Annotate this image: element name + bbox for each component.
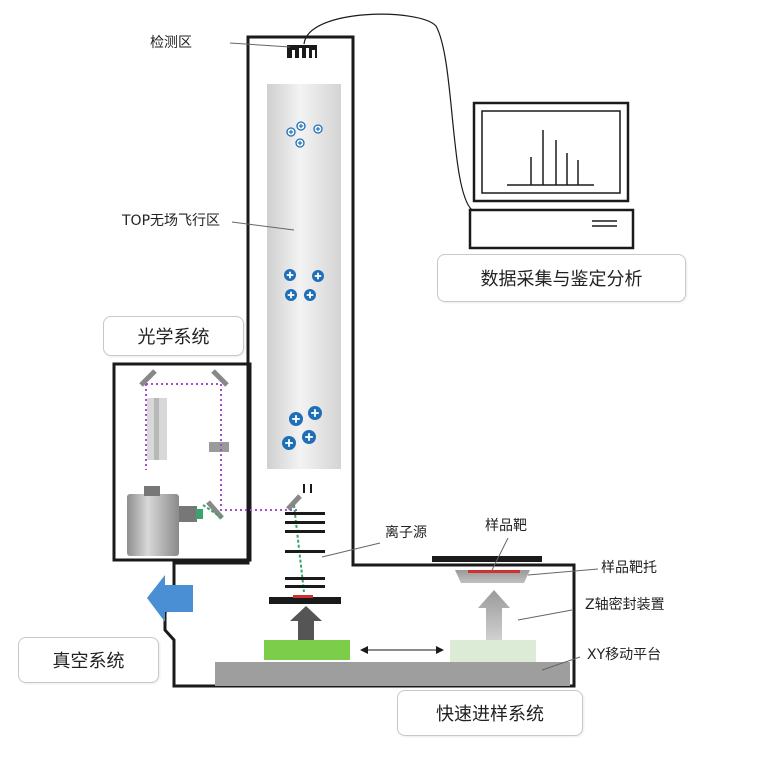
vacuum-chamber bbox=[163, 35, 576, 688]
ion-particle bbox=[285, 289, 297, 301]
label-ion-source: 离子源 bbox=[385, 525, 427, 541]
label-xy-stage: XY移动平台 bbox=[587, 647, 662, 663]
computer-monitor bbox=[472, 101, 630, 203]
ion-particle bbox=[302, 430, 316, 444]
computer-base bbox=[468, 208, 635, 250]
ion-particle bbox=[295, 138, 305, 148]
lift-arrow-right bbox=[478, 590, 510, 640]
mirror-top-left bbox=[139, 369, 157, 387]
label-target-holder: 样品靶托 bbox=[601, 560, 657, 576]
ion-particle bbox=[284, 269, 296, 281]
leader-sample-target bbox=[491, 537, 509, 571]
laser-unit bbox=[127, 486, 203, 556]
leader-tof bbox=[231, 221, 295, 231]
ion-group bbox=[282, 121, 324, 450]
leader-seal bbox=[517, 609, 573, 621]
xy-stage bbox=[215, 662, 570, 686]
label-sample-target: 样品靶 bbox=[485, 518, 527, 534]
leader-xy-stage bbox=[541, 656, 581, 671]
target-plate-left bbox=[269, 597, 341, 604]
ion-particle bbox=[304, 289, 316, 301]
laser-beam-green bbox=[202, 504, 223, 519]
ion-particle bbox=[282, 436, 296, 450]
ion-particle bbox=[296, 121, 306, 131]
attenuator bbox=[209, 442, 229, 452]
label-seal: Z轴密封装置 bbox=[585, 597, 665, 613]
vacuum-pump-arrow bbox=[147, 575, 193, 622]
transfer-arrow bbox=[360, 646, 444, 654]
sample-stage-idle bbox=[450, 640, 536, 662]
optics-enclosure bbox=[112, 362, 252, 562]
ion-particle bbox=[286, 127, 296, 137]
ion-particle bbox=[312, 270, 324, 282]
mirror-bottom-right bbox=[206, 500, 224, 520]
box-data-analysis: 数据采集与鉴定分析 bbox=[437, 254, 686, 302]
target-holder bbox=[455, 570, 530, 583]
ion-particle bbox=[308, 406, 322, 420]
mirror-source bbox=[286, 494, 302, 511]
sample-stage-active bbox=[264, 640, 350, 660]
box-sample-loader: 快速进样系统 bbox=[397, 690, 583, 736]
box-optics: 光学系统 bbox=[103, 316, 244, 356]
ion-source-electrodes bbox=[285, 512, 325, 588]
flight-tube bbox=[267, 84, 341, 469]
target-plate-right bbox=[432, 556, 542, 562]
label-detection: 检测区 bbox=[150, 35, 192, 51]
detector bbox=[287, 45, 317, 58]
leader-detection bbox=[229, 42, 291, 48]
mirror-top-right bbox=[211, 369, 229, 387]
box-vacuum: 真空系统 bbox=[18, 637, 159, 683]
laser-beam-path bbox=[146, 383, 300, 511]
ion-particle bbox=[289, 412, 303, 426]
leader-ion-source bbox=[321, 542, 381, 558]
leader-target-holder bbox=[527, 568, 599, 576]
lift-arrow-left bbox=[290, 606, 322, 640]
signal-cable bbox=[303, 13, 473, 211]
ion-particle bbox=[313, 124, 323, 134]
label-tof: TOP无场飞行区 bbox=[122, 213, 221, 229]
